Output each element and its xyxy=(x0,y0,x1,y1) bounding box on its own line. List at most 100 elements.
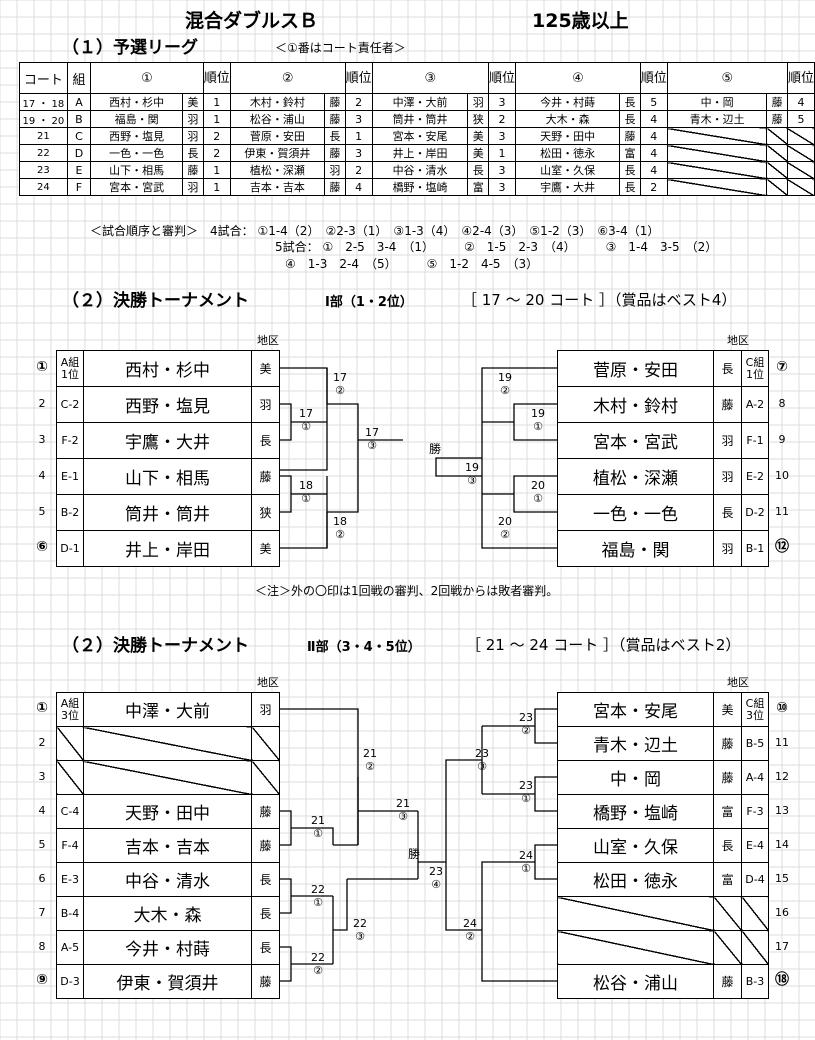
court-number: 20 xyxy=(531,479,545,492)
court-number: 19 xyxy=(465,461,479,474)
col-header-3: ③ xyxy=(371,62,489,94)
rank-header-1: 順位 xyxy=(202,62,231,94)
court-number: 17 xyxy=(365,426,379,439)
pair-name: 宇鷹・大井 xyxy=(83,422,252,459)
referee-mark: ① xyxy=(313,896,323,909)
pair-name: 木村・鈴村 xyxy=(229,93,326,111)
referee-mark: ② xyxy=(335,384,345,397)
seed-number: 4 xyxy=(38,469,46,482)
pair-name: 青木・辺土 xyxy=(557,726,714,761)
court-header: コート xyxy=(19,62,68,94)
rank-header-4: 順位 xyxy=(639,62,668,94)
court-number: 17 xyxy=(299,407,313,420)
group-code: A-4 xyxy=(741,760,769,795)
col-header-1: ① xyxy=(90,62,204,94)
pair-name: 今井・村蒔 xyxy=(83,930,252,965)
region: 狭 xyxy=(251,494,280,531)
court-number: 22 xyxy=(353,917,367,930)
referee-mark: ③ xyxy=(477,760,487,773)
pair-region: 長 xyxy=(619,178,641,196)
group-code: D-3 xyxy=(56,964,84,999)
seed-number: 9 xyxy=(778,433,786,446)
region: 藤 xyxy=(251,458,280,495)
referee-mark: ① xyxy=(533,420,543,433)
court-number: 23 xyxy=(519,779,533,792)
seed-number: 3 xyxy=(38,433,46,446)
seed-number: 3 xyxy=(38,770,46,783)
t1-title: （２）決勝トーナメント xyxy=(62,291,249,311)
region: 藤 xyxy=(713,760,742,795)
pair-name xyxy=(557,930,714,965)
t2-division: Ⅱ部（3・4・5位） xyxy=(307,640,421,655)
seed-number: 17 xyxy=(775,940,789,953)
pair-name: 宇鷹・大井 xyxy=(514,178,621,196)
region: 長 xyxy=(251,862,280,897)
match-order-line1: ＜試合順序と審判＞ 4試合： ①1-4（2） ②2-3（1） ③1-3（4） ④… xyxy=(90,224,660,238)
participant-row xyxy=(56,726,280,761)
region: 長 xyxy=(251,930,280,965)
group-code: C組 1位 xyxy=(741,350,769,387)
pair-rank: 2 xyxy=(639,178,668,196)
seed-number: ⑫ xyxy=(775,539,789,555)
region: 藤 xyxy=(713,964,742,999)
region: 羽 xyxy=(251,386,280,423)
pair-name: 天野・田中 xyxy=(83,794,252,829)
group-code: D-2 xyxy=(741,494,769,531)
region: 長 xyxy=(713,828,742,863)
pair-name: 青木・辺土 xyxy=(666,110,768,128)
region xyxy=(251,760,280,795)
court-number: 22 xyxy=(311,951,325,964)
referee-mark: ① xyxy=(301,420,311,433)
court-number: 18 xyxy=(333,515,347,528)
pair-name: 山室・久保 xyxy=(557,828,714,863)
referee-mark: ③ xyxy=(367,439,377,452)
participant-row: A組 3位中澤・大前羽 xyxy=(56,692,280,727)
court-number: 20 xyxy=(498,515,512,528)
court-number: 19 xyxy=(498,371,512,384)
pair-name: 井上・岸田 xyxy=(371,144,469,162)
region: 富 xyxy=(713,794,742,829)
referee-mark: ① xyxy=(313,827,323,840)
group-code: B-3 xyxy=(741,964,769,999)
pair-name: 松田・徳永 xyxy=(557,862,714,897)
pair-name xyxy=(83,760,252,795)
pair-name: 西村・杉中 xyxy=(83,350,252,387)
t1-division: Ⅰ部（1・2位） xyxy=(325,295,413,310)
pair-name: 井上・岸田 xyxy=(83,530,252,567)
seed-number: 11 xyxy=(775,736,789,749)
court-cell: 24 xyxy=(19,178,68,196)
empty-cell xyxy=(766,144,788,162)
t1-left-region-header: 地区 xyxy=(257,334,279,347)
t1-note: ＜注＞外の〇印は1回戦の審判、2回戦からは敗者審判。 xyxy=(255,584,559,598)
group-code: F-1 xyxy=(741,422,769,459)
court-number: 17 xyxy=(333,371,347,384)
pair-name: 山下・相馬 xyxy=(90,161,184,179)
pair-name: 橋野・塩崎 xyxy=(371,178,469,196)
t2-left-region-header: 地区 xyxy=(257,676,279,689)
group-code: A組 1位 xyxy=(56,350,84,387)
referee-mark: ① xyxy=(301,492,311,505)
referee-mark: ① xyxy=(521,862,531,875)
group-code xyxy=(741,896,769,931)
seed-number: 8 xyxy=(38,940,46,953)
